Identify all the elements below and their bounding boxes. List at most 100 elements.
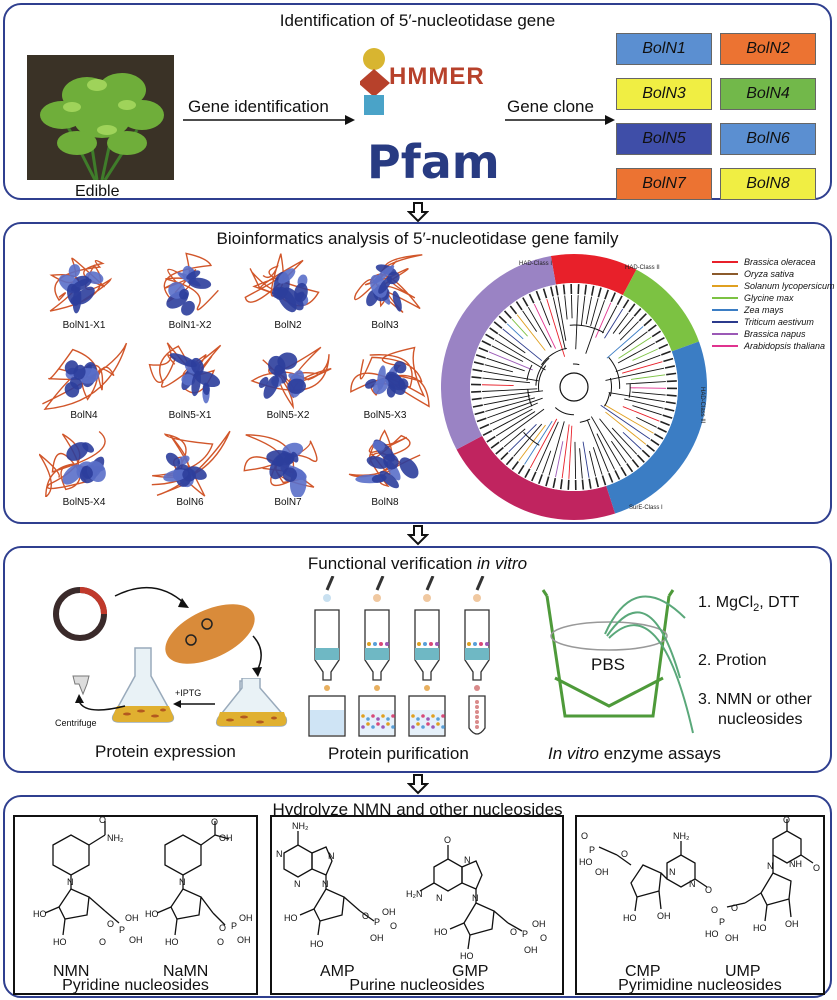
enzyme-assay-beaker	[541, 589, 694, 734]
svg-text:NH: NH	[789, 859, 802, 869]
legend-item: Brassica oleracea	[712, 257, 816, 267]
svg-text:NH₂: NH₂	[673, 831, 690, 841]
panel3-title: Functional verification in vitro	[5, 554, 830, 574]
legend-item: Oryza sativa	[712, 269, 794, 279]
svg-text:OH: OH	[595, 867, 609, 877]
protein-structure-image	[151, 430, 231, 497]
svg-text:P: P	[522, 929, 528, 939]
svg-text:HO: HO	[579, 857, 593, 867]
svg-text:P: P	[719, 917, 725, 927]
svg-text:O: O	[217, 937, 224, 947]
svg-text:O: O	[99, 817, 106, 825]
protein-purification-label: Protein purification	[328, 744, 469, 763]
protein-structure-label: BolN5-X3	[363, 410, 407, 421]
protein-structure-label: BolN6	[176, 497, 204, 508]
legend-text: Oryza sativa	[744, 269, 795, 279]
down-arrow-icon	[407, 202, 429, 223]
svg-text:O: O	[621, 849, 628, 859]
hmmer-logo-icon	[360, 48, 390, 115]
protein-structure-image	[350, 346, 430, 408]
protein-purification-illustration	[308, 576, 490, 737]
svg-text:HO: HO	[623, 913, 637, 923]
protein-structure-image	[243, 434, 318, 497]
down-arrow-icon	[407, 525, 429, 546]
svg-text:O: O	[581, 831, 588, 841]
protein-structure-label: BolN5-X1	[168, 410, 212, 421]
svg-text:O: O	[444, 835, 451, 845]
panel-bioinformatics: Bioinformatics analysis of 5′-nucleotida…	[3, 222, 835, 524]
gene-identification-label: Gene identification	[188, 97, 329, 116]
svg-text:N: N	[328, 851, 335, 861]
svg-text:HO: HO	[165, 937, 179, 947]
protein-structure-label: BolN8	[371, 497, 399, 508]
svg-text:O: O	[711, 905, 718, 915]
clade-ring-segment	[550, 254, 637, 296]
step1-sub: 2	[753, 602, 760, 615]
svg-text:O: O	[510, 927, 517, 937]
legend-item: Arabidopsis thaliana	[712, 341, 825, 351]
legend-item: Brassica napus	[712, 329, 806, 339]
legend-item: Glycine max	[712, 293, 794, 303]
protein-structure-image	[49, 257, 113, 314]
gene-box-bolN1: BolN1	[616, 33, 712, 65]
svg-text:HO: HO	[53, 937, 67, 947]
gene-label: BolN3	[642, 85, 686, 102]
svg-text:P: P	[119, 925, 125, 935]
legend-text: Solanum lycopersicum	[744, 281, 835, 291]
svg-text:P: P	[589, 845, 595, 855]
svg-text:N: N	[472, 893, 479, 903]
step1-suffix: , DTT	[759, 594, 800, 611]
panel-functional-verification: Functional verification in vitro	[3, 546, 832, 773]
legend-swatch	[712, 321, 738, 323]
legend-text: Arabidopsis thaliana	[744, 341, 826, 351]
protein-structure-label: BolN5-X2	[266, 410, 310, 421]
legend-text: Triticum aestivum	[744, 317, 814, 327]
svg-text:O: O	[390, 921, 397, 931]
edible-label: Edible	[75, 183, 120, 200]
svg-text:N: N	[436, 893, 443, 903]
legend-swatch	[712, 285, 738, 287]
pfam-logo: Pfam	[367, 135, 500, 189]
step3-label: 3. NMN or other	[698, 691, 812, 708]
category-label-purine: Purine nucleosides	[349, 977, 485, 994]
legend-text: Zea mays	[744, 305, 784, 315]
clade-ring-segment	[456, 435, 616, 520]
panel3-title-italic: in vitro	[477, 554, 528, 573]
svg-text:HO: HO	[460, 951, 474, 961]
legend-text: Brassica oleracea	[744, 257, 816, 267]
svg-text:OH: OH	[524, 945, 538, 955]
svg-text:OH: OH	[382, 907, 396, 917]
down-arrow-icon	[407, 774, 429, 795]
gene-label: BolN4	[746, 85, 790, 102]
phylogenetic-tree: HAD-Class I HAD-Class II HAD-Class III S…	[440, 254, 707, 520]
legend-item: Triticum aestivum	[712, 317, 814, 327]
svg-text:P: P	[374, 917, 380, 927]
svg-text:N: N	[179, 877, 186, 887]
compound-label-nmn: NMN	[53, 963, 90, 980]
gene-clone-arrow	[505, 115, 615, 125]
tree-legend: Brassica oleracea Oryza sativa Solanum l…	[712, 257, 835, 357]
enzyme-assay-italic: In vitro	[548, 744, 600, 763]
step3-label-line2: nucleosides	[718, 711, 803, 728]
svg-text:P: P	[231, 921, 237, 931]
clade-ring-segment	[606, 341, 707, 514]
protein-structure-label: BolN7	[274, 497, 302, 508]
svg-text:N: N	[322, 879, 329, 889]
svg-text:O: O	[99, 937, 106, 947]
svg-text:N: N	[67, 877, 74, 887]
protein-expression-label: Protein expression	[95, 742, 236, 761]
svg-text:N: N	[464, 855, 471, 865]
step1-label: 1. MgCl2, DTT	[698, 594, 799, 614]
gene-box-bolN8: BolN8	[720, 168, 816, 200]
compound-label-amp: AMP	[320, 963, 355, 980]
svg-text:O: O	[219, 923, 226, 933]
protein-structure-image	[42, 342, 128, 410]
gene-box-bolN5: BolN5	[616, 123, 712, 155]
gene-label: BolN8	[746, 175, 790, 192]
svg-text:OH: OH	[785, 919, 799, 929]
clade-label: HAD-Class II	[625, 265, 660, 271]
